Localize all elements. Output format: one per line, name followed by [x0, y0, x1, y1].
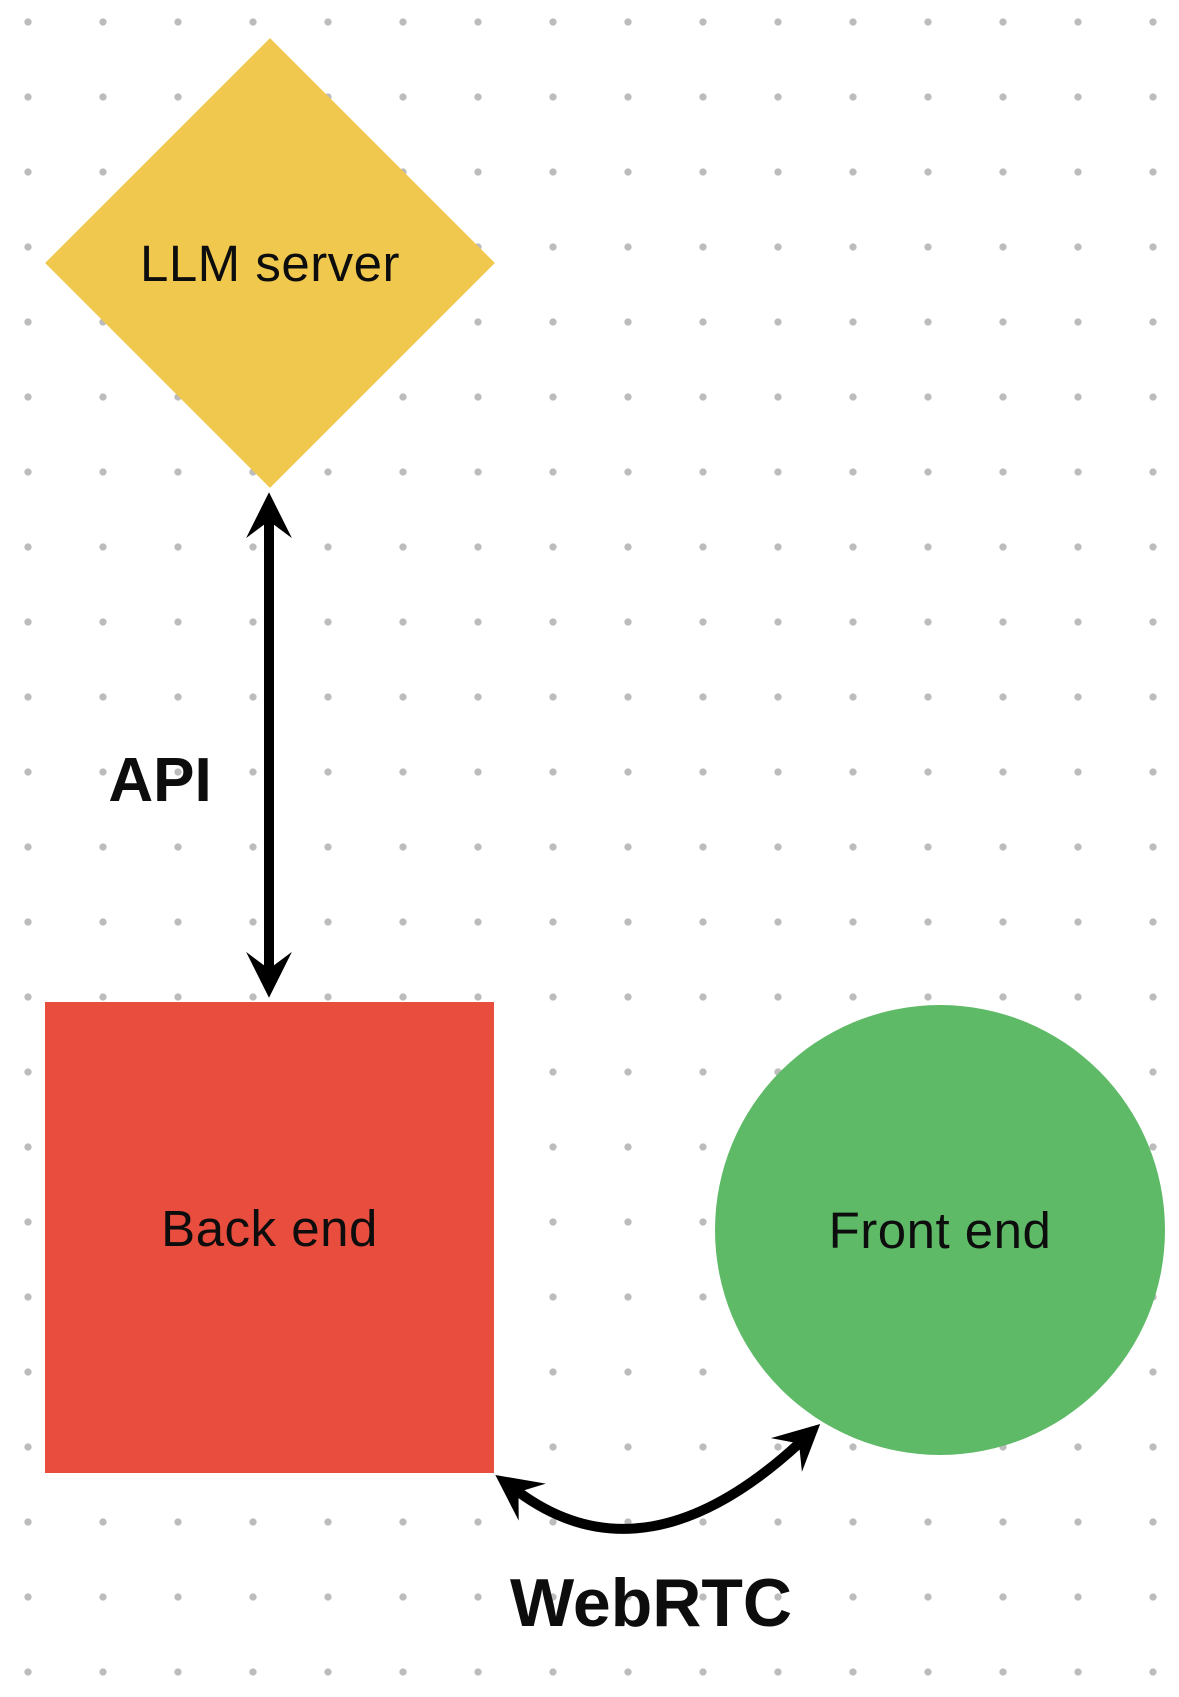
webrtc-edge-label[interactable]: WebRTC: [509, 1565, 793, 1641]
node-front-end[interactable]: [715, 1005, 1165, 1455]
front-end-label: Front end: [828, 1201, 1052, 1259]
llm-server-label: LLM server: [139, 234, 401, 292]
webrtc-arrow[interactable]: [495, 1424, 821, 1534]
node-back-end[interactable]: [45, 1002, 494, 1473]
back-end-label: Back end: [161, 1199, 378, 1257]
api-edge-label[interactable]: API: [108, 746, 212, 815]
